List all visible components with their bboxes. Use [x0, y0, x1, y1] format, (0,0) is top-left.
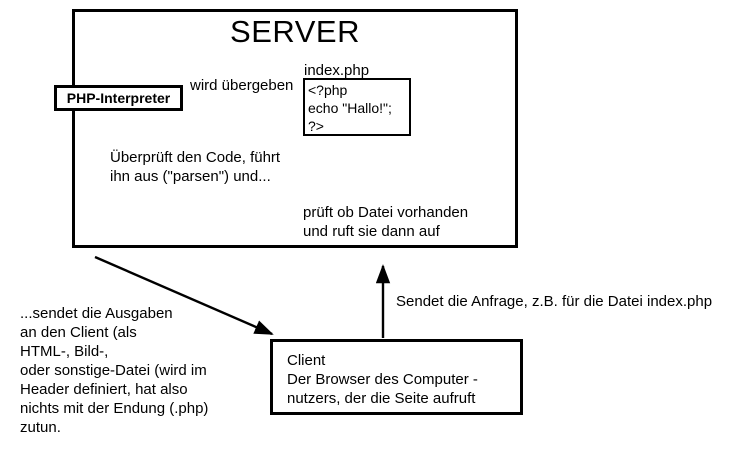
label-wird-uebergeben: wird übergeben [190, 77, 294, 94]
label-sendet-anfrage: Sendet die Anfrage, z.B. für die Datei i… [396, 293, 713, 310]
index-code-box: <?php echo "Hallo!"; ?> [303, 78, 411, 136]
client-box: Client Der Browser des Computer - nutzer… [270, 339, 523, 415]
server-title: SERVER [230, 14, 360, 49]
server-box [72, 9, 518, 248]
index-code-lines: <?php echo "Hallo!"; ?> [308, 82, 392, 134]
index-file-caption: index.php [304, 62, 370, 79]
client-description: Client Der Browser des Computer - nutzer… [287, 352, 478, 407]
label-sendet-ausgaben: ...sendet die Ausgaben an den Client (al… [20, 305, 209, 436]
label-prueft-datei: prüft ob Datei vorhanden und ruft sie da… [303, 204, 469, 240]
label-ueberprueft-code: Überprüft den Code, führt ihn aus ("pars… [110, 149, 281, 185]
php-interpreter-box: PHP-Interpreter [54, 85, 183, 111]
php-interpreter-label: PHP-Interpreter [66, 90, 171, 106]
